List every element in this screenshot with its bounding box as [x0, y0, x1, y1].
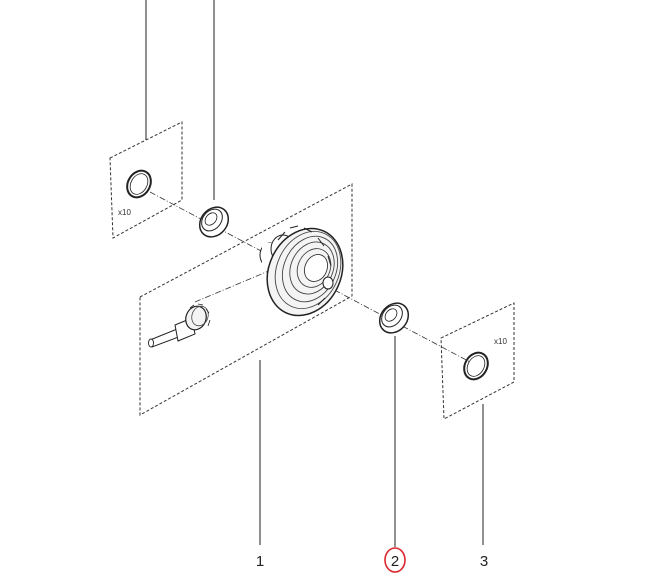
callout-2-highlight-circle — [384, 547, 406, 573]
left-o-ring — [126, 169, 152, 199]
right-o-ring-group-box — [440, 302, 515, 420]
left-o-ring-qty: x10 — [118, 208, 131, 217]
right-seal — [378, 302, 410, 334]
callout-1[interactable]: 1 — [256, 553, 264, 570]
callout-2-group[interactable]: 2 — [384, 547, 406, 573]
main-assembly-group-box — [139, 183, 353, 416]
bevel-gear-assembly — [259, 225, 344, 317]
pinion-shaft — [148, 303, 211, 348]
right-o-ring — [463, 351, 489, 381]
upper-seal — [198, 206, 230, 238]
callout-3[interactable]: 3 — [480, 553, 488, 570]
right-o-ring-qty: x10 — [494, 337, 507, 346]
callout-2[interactable]: 2 — [391, 553, 399, 570]
